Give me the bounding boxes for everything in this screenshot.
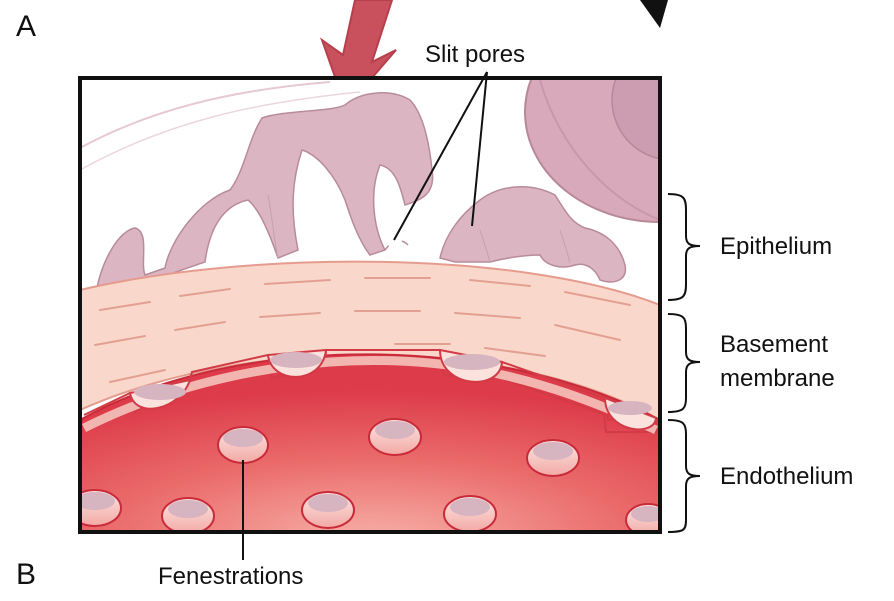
- fenestration: [369, 419, 421, 455]
- basement-membrane-label-line1: Basement: [720, 331, 828, 358]
- return-arrowhead: [640, 0, 668, 28]
- fenestration: [162, 498, 214, 534]
- fenestrations-label: Fenestrations: [158, 563, 303, 590]
- braces: [668, 194, 700, 532]
- fenestration: [302, 492, 354, 528]
- endothelium-brace: [668, 420, 700, 532]
- slit-pores-label: Slit pores: [425, 41, 525, 68]
- fenestration: [527, 440, 579, 476]
- epithelium-label: Epithelium: [720, 233, 832, 260]
- fenestration: [69, 490, 121, 526]
- fenestration: [444, 496, 496, 532]
- epithelium-brace: [668, 194, 700, 300]
- basement-membrane-label-line2: membrane: [720, 365, 835, 392]
- basement-membrane-brace: [668, 314, 700, 412]
- fenestration: [218, 427, 268, 463]
- corner-label-a: A: [16, 10, 36, 43]
- corner-label-b: B: [16, 558, 36, 591]
- endothelium-label: Endothelium: [720, 463, 853, 490]
